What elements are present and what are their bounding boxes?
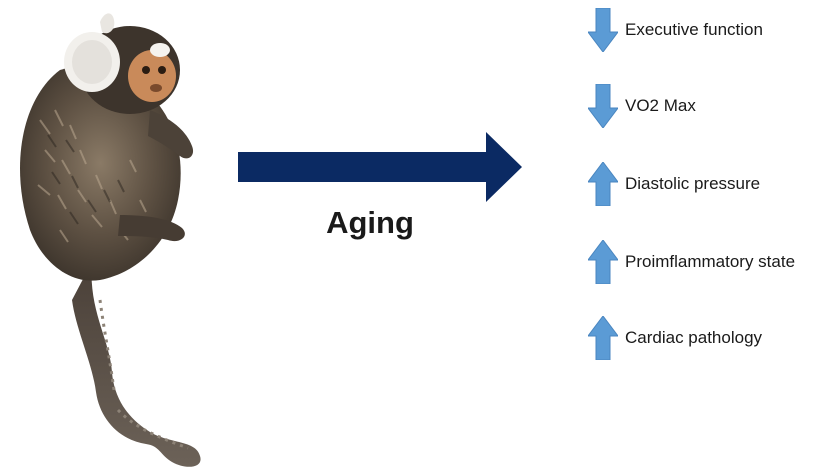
effect-item-proinflammatory-state: Proimflammatory state [588,240,827,284]
aging-arrow-shape [238,132,522,202]
marmoset-illustration [20,13,201,467]
arrow-up-icon [588,240,618,284]
effect-item-vo2-max: VO2 Max [588,84,827,128]
effect-label: Executive function [625,20,763,39]
effects-list: Executive function VO2 Max Diastolic pre… [588,0,827,472]
arrow-down-icon [588,8,618,52]
arrow-up-icon [588,316,618,360]
right-arrow-icon [238,132,522,202]
effect-label: VO2 Max [625,96,696,115]
effect-item-executive-function: Executive function [588,8,827,52]
effect-item-cardiac-pathology: Cardiac pathology [588,316,827,360]
arrow-up-icon [588,162,618,206]
aging-label: Aging [326,205,414,240]
effect-item-diastolic-pressure: Diastolic pressure [588,162,827,206]
effect-label: Proimflammatory state [625,252,796,271]
effect-label: Diastolic pressure [625,174,761,193]
effect-label: Cardiac pathology [625,328,763,347]
arrow-down-icon [588,84,618,128]
